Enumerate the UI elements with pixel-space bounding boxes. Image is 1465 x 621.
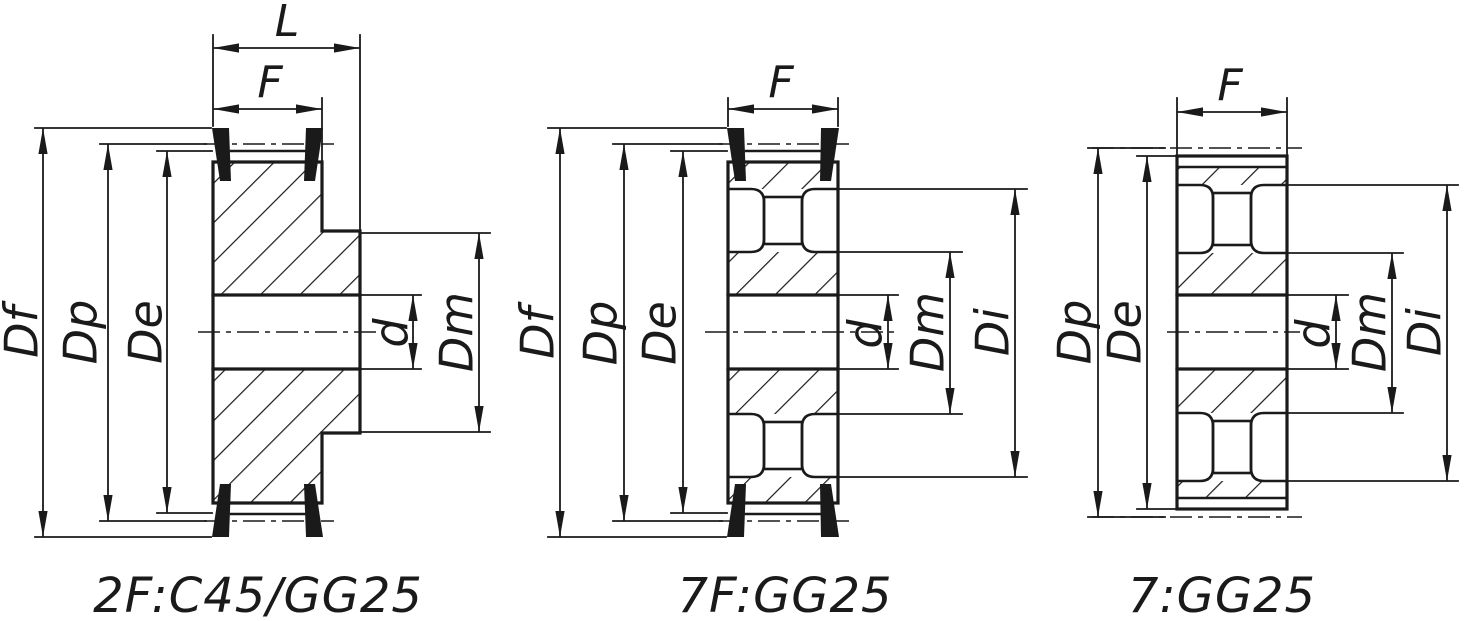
dim-label-Df: Df (0, 300, 49, 357)
tooth-root-lines (1175, 165, 1289, 500)
extension-lines (1087, 97, 1459, 518)
bore-lines (211, 293, 362, 371)
section-hatch-rim-top (728, 162, 838, 189)
flange-bottom-right (304, 484, 323, 537)
dim-label-De: De (119, 300, 173, 364)
flange-top-left (727, 128, 746, 181)
pulley-2f-drawing: L F Df Dp De d Dm 2F:C45/GG25 (0, 0, 491, 621)
web-lower (762, 420, 804, 471)
extension-lines (34, 34, 491, 538)
recess-upper (726, 187, 840, 254)
bore-lines (726, 293, 840, 371)
dim-label-Dp: Dp (54, 300, 108, 365)
caption-7f: 7F:GG25 (677, 568, 892, 621)
section-hatch-rim-top (1177, 167, 1287, 185)
recess-upper (1175, 183, 1289, 255)
flange-bottom-left (727, 484, 746, 537)
caption-2f: 2F:C45/GG25 (93, 568, 423, 621)
recess-lower (1175, 411, 1289, 483)
tooth-tip-lines (229, 149, 308, 516)
section-hatch-rim-bottom (1177, 481, 1287, 498)
recess-lower (726, 412, 840, 479)
section-hatch-lower (213, 369, 360, 503)
pulley-7f-drawing: F Df Dp De d Dm Di 7F:GG25 (511, 57, 1028, 621)
web-upper (762, 195, 804, 246)
dim-label-Df: Df (511, 301, 565, 358)
dim-label-Dm: Dm (430, 292, 484, 372)
bore-lines (1175, 293, 1289, 371)
dim-label-F: F (768, 57, 794, 108)
section-hatch-hub-top (728, 252, 838, 295)
flange-top-left (212, 128, 231, 181)
dim-label-d: d (365, 318, 419, 348)
dim-label-d: d (1287, 319, 1341, 349)
dim-label-De: De (633, 301, 687, 365)
section-hatch-hub-top (1177, 253, 1287, 295)
dim-label-Dp: Dp (574, 301, 628, 366)
dim-label-Dp: Dp (1048, 300, 1102, 365)
web-upper (1211, 191, 1253, 247)
section-hatch-hub-bottom (1177, 369, 1287, 413)
dim-label-F: F (257, 57, 283, 108)
dim-label-d: d (839, 319, 893, 349)
section-hatch-rim-bottom (728, 477, 838, 503)
dim-label-Di: Di (966, 308, 1020, 356)
dim-label-Dm: Dm (901, 292, 955, 372)
section-hatch-hub-bottom (728, 369, 838, 414)
section-hatch-upper (213, 162, 360, 295)
caption-7: 7:GG25 (1128, 568, 1316, 621)
pulley-profile (1175, 154, 1289, 511)
dim-label-De: De (1098, 300, 1152, 364)
pulley-7-drawing: F Dp De d Dm Di 7:GG25 (1048, 60, 1459, 621)
dim-label-Di: Di (1398, 308, 1452, 356)
tooth-tip-lines (744, 149, 822, 516)
pulley-profile (211, 160, 362, 505)
flange-bottom-right (820, 484, 839, 537)
flange-bottom-left (212, 484, 231, 537)
dim-label-F: F (1217, 60, 1243, 111)
flange-top-right (304, 128, 323, 181)
flange-top-right (820, 128, 839, 181)
dim-label-L: L (275, 0, 300, 47)
dim-label-Dm: Dm (1343, 292, 1397, 372)
web-lower (1211, 419, 1253, 475)
